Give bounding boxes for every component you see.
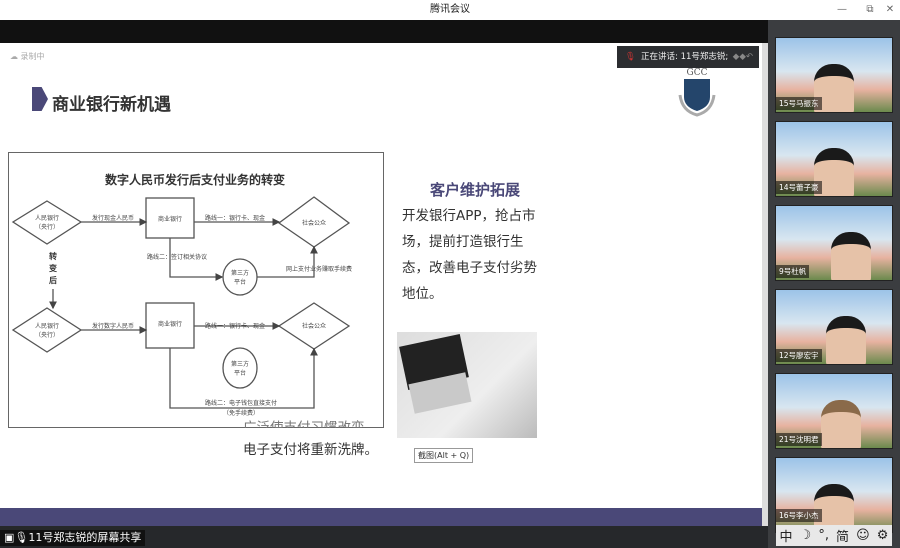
edge-label: 发行数字人民币	[92, 322, 134, 330]
edge-label: （免手续费）	[223, 409, 259, 417]
speaking-text: 正在讲话: 11号郑志锐;	[641, 52, 729, 62]
node-label: 人民银行	[35, 322, 59, 330]
edge-label: 路线一：银行卡、现金	[205, 214, 265, 222]
ime-toolbar: 中 ☽ °, 简 ☺ ⚙	[776, 525, 892, 546]
gear-icon[interactable]: ⚙	[876, 528, 889, 543]
slide-title: 商业银行新机遇	[52, 95, 171, 115]
node-label: 第三方	[231, 360, 249, 368]
participant-name: 15号马振东	[776, 97, 822, 110]
central-bank-node-2	[11, 307, 83, 353]
punctuation-button[interactable]: °,	[818, 528, 829, 543]
node-label: 社会公众	[302, 322, 326, 330]
edge-label: 路线二：签订相关协议	[147, 253, 207, 261]
participant-name: 9号杜帆	[776, 265, 810, 278]
participant-tile[interactable]: 16号李小杰	[775, 457, 893, 533]
window-titlebar: 腾讯会议	[0, 0, 900, 20]
share-text: 11号郑志锐的屏幕共享	[28, 531, 142, 544]
screen-share-label: ▣🎙11号郑志锐的屏幕共享	[0, 530, 146, 546]
after-label: 转	[49, 251, 57, 261]
participant-tile[interactable]: 14号蕾子豪	[775, 121, 893, 197]
title-marker-icon	[32, 87, 48, 111]
edge-label: 路线二：电子钱包直接支付	[205, 399, 277, 407]
node-label: 社会公众	[302, 219, 326, 227]
node-label: （央行）	[35, 223, 59, 231]
chinese-mode-button[interactable]: 中	[779, 530, 793, 545]
edge-label: 路线一：银行卡、现金	[205, 322, 265, 330]
desk-photo	[397, 332, 537, 438]
node-label: 商业银行	[158, 215, 182, 223]
halfwidth-moon-icon[interactable]: ☽	[799, 528, 812, 543]
node-label: 商业银行	[158, 320, 182, 328]
window-title: 腾讯会议	[430, 4, 470, 15]
diagram-title: 数字人民币发行后支付业务的转变	[105, 172, 285, 187]
scrollbar[interactable]	[762, 43, 768, 526]
screenshot-tooltip: 截图(Alt + Q)	[414, 448, 474, 463]
minimize-button[interactable]: —	[837, 4, 847, 15]
node-label: 平台	[234, 369, 246, 377]
recording-indicator[interactable]: ☁ 录制中	[10, 52, 45, 61]
simplified-button[interactable]: 简	[836, 530, 850, 545]
participant-name: 16号李小杰	[776, 509, 822, 522]
mic-muted-icon: 🎙	[625, 52, 636, 62]
partial-text: 广泛使支付习惯改变，	[243, 420, 378, 428]
participant-tile[interactable]: 12号廖宏宇	[775, 289, 893, 365]
collapse-icon[interactable]: ◆◆↶	[732, 52, 753, 62]
bottom-text: 电子支付将重新洗牌。	[243, 442, 378, 458]
section-heading: 客户维护拓展	[430, 181, 521, 199]
payment-diagram: 数字人民币发行后支付业务的转变 人民银行 （央行） 人民银行 （央行） 发行现金…	[8, 152, 384, 428]
node-label: 平台	[234, 278, 246, 286]
participant-tile[interactable]: 15号马振东	[775, 37, 893, 113]
node-label: （央行）	[35, 331, 59, 339]
node-label: 人民银行	[35, 214, 59, 222]
edge-label: 网上支付业务赚取手续费	[286, 265, 352, 273]
screen-icon: ▣🎙	[4, 531, 29, 544]
after-label: 变	[49, 263, 57, 273]
participant-name: 14号蕾子豪	[776, 181, 822, 194]
section-text: 开发银行APP，抢占市场，提前打造银行生态，改善电子支付劣势地位。	[402, 208, 537, 302]
participant-tile[interactable]: 21号沈明君	[775, 373, 893, 449]
participant-name: 21号沈明君	[776, 433, 822, 446]
svg-text:GCC: GCC	[687, 68, 708, 78]
bottom-bar	[0, 526, 768, 548]
node-label: 第三方	[231, 269, 249, 277]
school-logo: GCC	[678, 68, 716, 117]
central-bank-node	[11, 200, 83, 245]
recording-label: 录制中	[20, 52, 45, 61]
after-label: 后	[49, 275, 57, 285]
slide-footer-band	[0, 508, 762, 526]
participant-name: 12号廖宏宇	[776, 349, 822, 362]
edge-label: 发行现金人民币	[92, 214, 134, 222]
close-button[interactable]: ✕	[885, 4, 895, 15]
participant-tile[interactable]: 9号杜帆	[775, 205, 893, 281]
speaking-indicator: 🎙 正在讲话: 11号郑志锐;◆◆↶	[617, 46, 759, 68]
shared-slide: ☁ 录制中 商业银行新机遇 GCC 数字人民币发行后支付业务的转变 人民银行 （…	[0, 43, 762, 508]
restore-button[interactable]: ⧉	[866, 4, 874, 15]
emoji-icon[interactable]: ☺	[856, 528, 870, 543]
